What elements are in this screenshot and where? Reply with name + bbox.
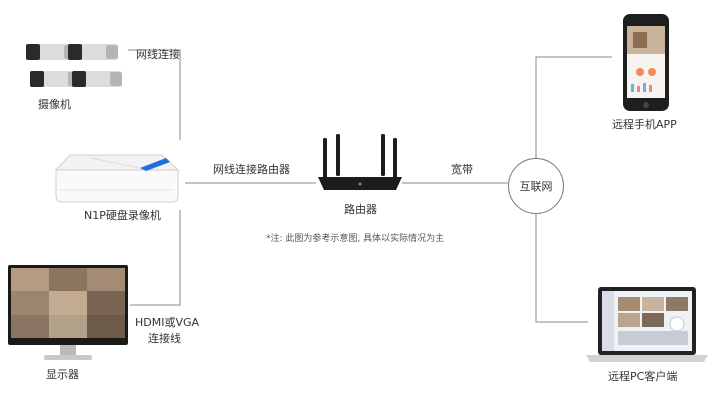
internet-node: 互联网 — [508, 158, 564, 214]
cameras-label: 摄像机 — [38, 98, 71, 111]
router-icon — [318, 134, 402, 190]
router-label: 路由器 — [344, 203, 377, 216]
nvr-monitor-line — [130, 210, 181, 306]
camera-icon — [26, 44, 122, 87]
internet-label: 互联网 — [519, 180, 553, 193]
wire-to-router-label: 网线连接路由器 — [213, 163, 290, 176]
phone-icon — [623, 14, 669, 111]
laptop-icon — [586, 287, 708, 362]
nvr-label: N1P硬盘录像机 — [84, 209, 161, 222]
hdmi-vga-label: HDMI或VGA — [135, 316, 200, 329]
internet-app-line — [535, 56, 612, 158]
remote-pc-label: 远程PC客户端 — [608, 370, 678, 383]
internet-pc-line — [535, 214, 588, 323]
wired-connection-label: 网线连接 — [136, 48, 180, 61]
connection-lines — [128, 49, 612, 323]
note-text: *注: 此图为参考示意图, 具体以实际情况为主 — [266, 234, 445, 244]
remote-app-label: 远程手机APP — [612, 118, 677, 131]
camera-link-line — [128, 49, 181, 140]
cable-label: 连接线 — [148, 332, 181, 345]
broadband-label: 宽带 — [451, 163, 473, 176]
nvr-device-icon — [54, 154, 180, 203]
monitor-label: 显示器 — [46, 368, 79, 381]
monitor-icon — [8, 265, 128, 360]
